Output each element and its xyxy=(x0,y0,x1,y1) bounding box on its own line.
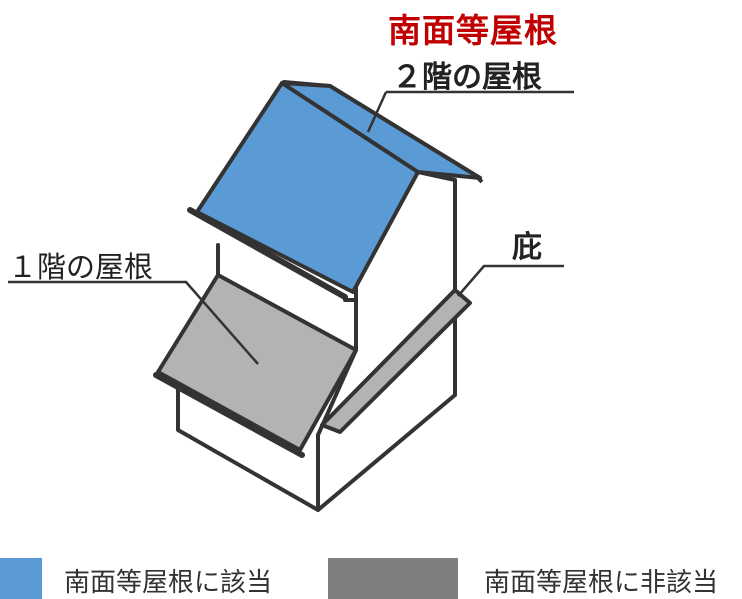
second-floor-gutter-end xyxy=(473,173,484,184)
eave-label: 庇 xyxy=(512,230,542,265)
second-floor-roof xyxy=(195,81,420,294)
legend-label-not-applicable: 南面等屋根に非該当 xyxy=(484,568,719,598)
diagram-title: 南面等屋根 xyxy=(388,11,558,50)
house-upper-left-wall xyxy=(216,243,358,302)
legend-label-applicable: 南面等屋根に該当 xyxy=(64,568,273,598)
eave-roof xyxy=(320,288,472,434)
first-floor-roof-label: １階の屋根 xyxy=(8,250,154,284)
second-floor-roof-label: ２階の屋根 xyxy=(392,60,542,95)
leader-line-eave xyxy=(457,264,564,297)
legend-swatch-applicable xyxy=(0,558,42,599)
house-lower-left-wall xyxy=(176,388,320,512)
legend-swatch-not-applicable xyxy=(328,558,458,599)
leader-line-1f xyxy=(8,280,259,365)
first-floor-gutter xyxy=(153,372,305,458)
leader-line-2f xyxy=(366,90,574,133)
second-floor-gutter xyxy=(187,207,348,300)
house-wall-outline xyxy=(316,170,457,512)
